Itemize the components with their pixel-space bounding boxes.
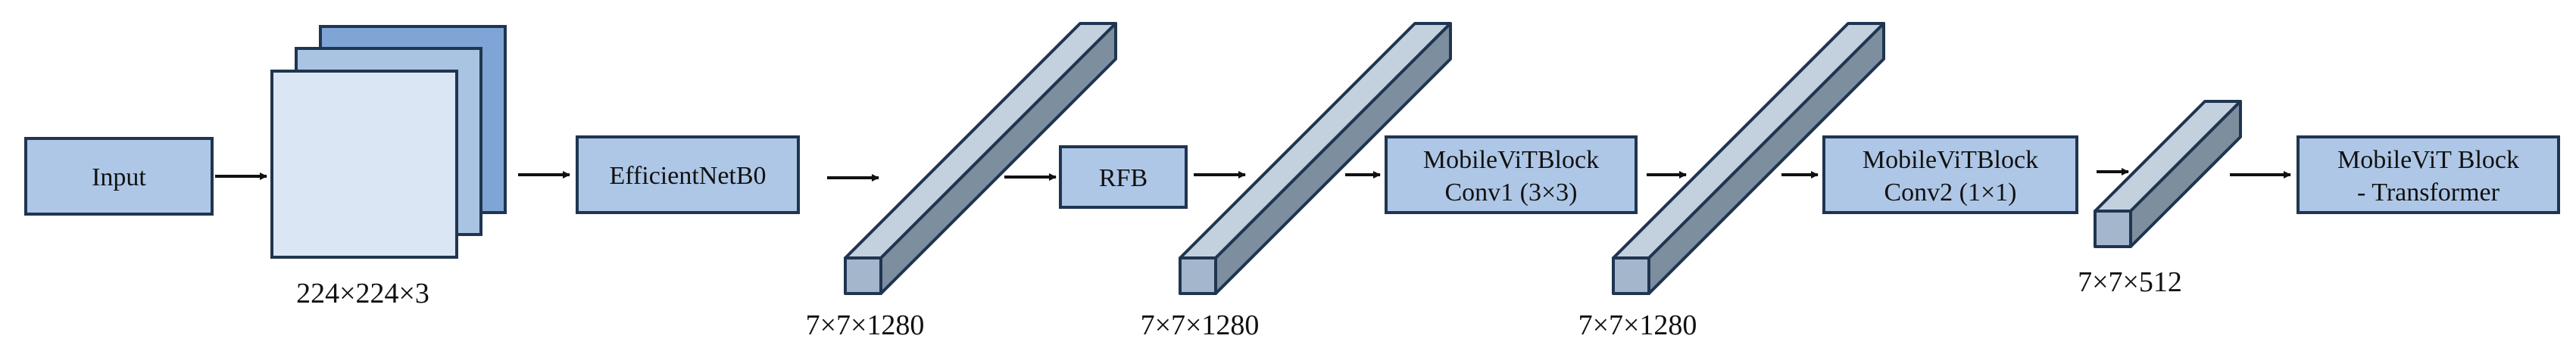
transformer-subtitle: - Transformer (2357, 179, 2500, 207)
feature-bar-4-front (2094, 210, 2132, 248)
input-block: Input (24, 137, 214, 216)
feature-bar-4: 7×7×512 (2078, 100, 2242, 298)
rfb-box (1059, 145, 1188, 209)
conv2-subtitle: Conv2 (1×1) (1884, 179, 2017, 207)
conv2-title: MobileViTBlock (1863, 146, 2038, 174)
conv1-subtitle: Conv1 (3×3) (1445, 179, 1578, 207)
input-label: Input (92, 163, 146, 191)
feature-bar-3-front (1612, 256, 1650, 295)
feature-4-dims-label: 7×7×512 (2078, 266, 2182, 298)
image-dims-label: 224×224×3 (296, 278, 429, 309)
feature-1-dims-label: 7×7×1280 (806, 309, 925, 341)
feature-2-dims-label: 7×7×1280 (1141, 309, 1260, 341)
input-box (24, 137, 214, 216)
efficientnet-label: EfficientNetB0 (609, 162, 766, 190)
transformer-box (2297, 135, 2560, 214)
rfb-block: RFB (1059, 145, 1188, 209)
feature-bar-2-front (1179, 256, 1217, 295)
feature-3-dims-label: 7×7×1280 (1578, 309, 1697, 341)
transformer-title: MobileViT Block (2337, 146, 2519, 174)
image-layer-front (270, 70, 458, 259)
feature-bar-1: 7×7×1280 (806, 22, 1117, 341)
transformer-block: MobileViT Block - Transformer (2297, 135, 2560, 214)
conv1-box (1385, 135, 1638, 214)
input-image-stack: 224×224×3 (270, 25, 507, 309)
conv2-block: MobileViTBlock Conv2 (1×1) (1822, 135, 2078, 214)
efficientnet-block: EfficientNetB0 (576, 135, 800, 214)
feature-bar-3: 7×7×1280 (1578, 22, 1885, 341)
feature-bar-2: 7×7×1280 (1141, 22, 1452, 341)
conv1-title: MobileViTBlock (1423, 146, 1599, 174)
feature-bar-1-top (844, 22, 1117, 259)
efficientnet-box (576, 135, 800, 214)
rfb-label: RFB (1099, 164, 1147, 192)
conv2-box (1822, 135, 2078, 214)
feature-bar-1-front (844, 256, 882, 295)
conv1-block: MobileViTBlock Conv1 (3×3) (1385, 135, 1638, 214)
